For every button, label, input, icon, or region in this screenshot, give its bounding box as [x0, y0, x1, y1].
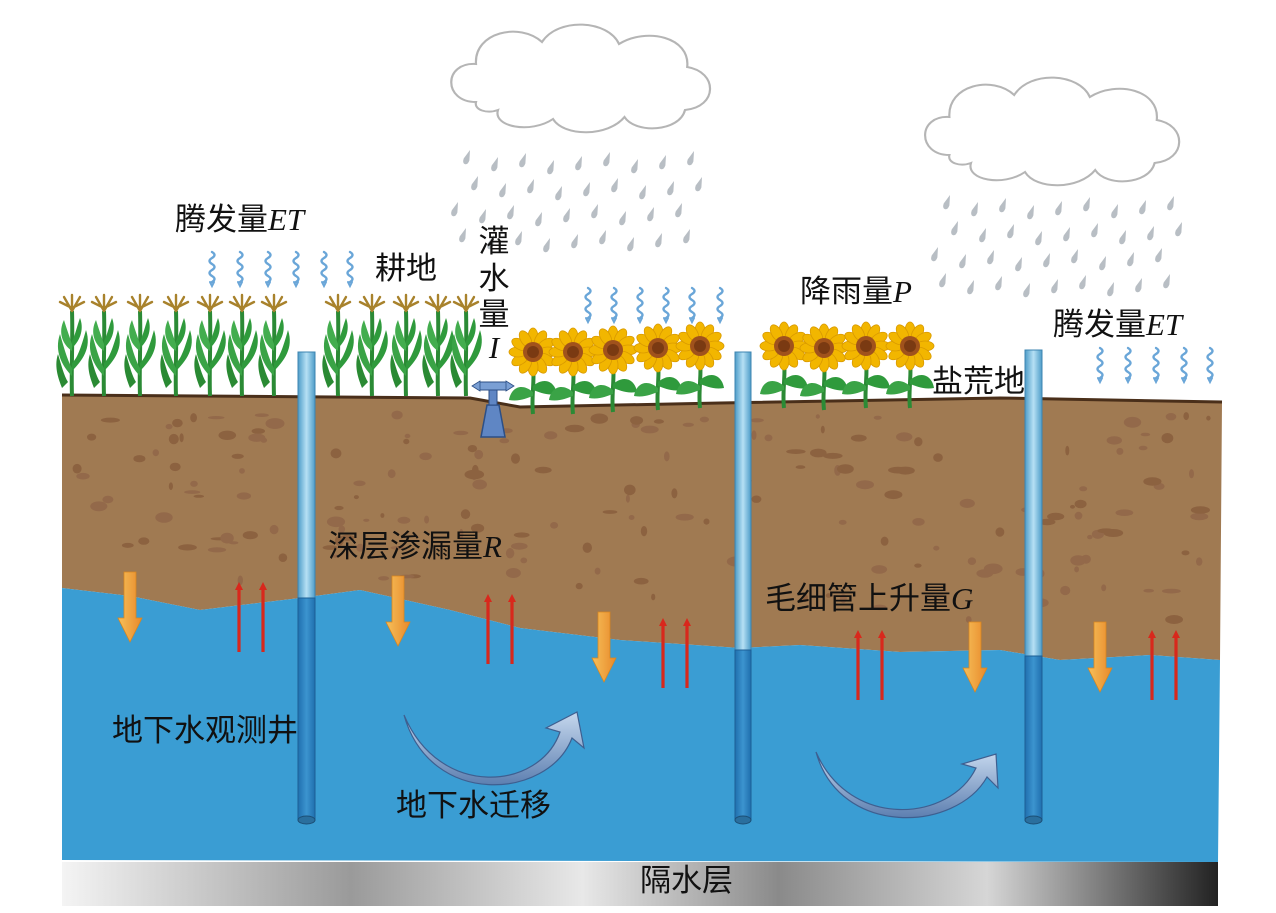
- cropland-label: 耕地: [375, 251, 437, 287]
- migration-arrow-icon: [815, 751, 999, 819]
- rain-icon: [930, 193, 1185, 299]
- aquitard-layer: [62, 862, 1218, 906]
- groundwater-migration-label: 地下水迁移: [396, 788, 551, 824]
- et-right-label: 腾发量ET: [1053, 307, 1183, 343]
- cloud-icon: [450, 23, 712, 134]
- irrigation-label: 灌 水 量 I: [478, 224, 510, 365]
- migration-arrow-icon: [403, 711, 585, 786]
- groundwater-zone: [62, 588, 1220, 862]
- observation-well-label: 地下水观测井: [112, 713, 298, 749]
- corn-plant-icon: [54, 293, 484, 398]
- rainfall-label: 降雨量P: [800, 274, 912, 310]
- well-icon: [734, 351, 752, 825]
- deep-percolation-label: 深层渗漏量R: [328, 529, 502, 565]
- cloud-icon: [924, 76, 1181, 187]
- et-left-label: 腾发量ET: [175, 202, 305, 238]
- saline-land-label: 盐荒地: [932, 364, 1025, 400]
- well-icon: [297, 351, 316, 825]
- irrigation-outlet-icon: [471, 380, 515, 438]
- aquitard-label: 隔水层: [640, 863, 733, 899]
- well-icon: [1024, 349, 1043, 825]
- capillary-rise-label: 毛细管上升量G: [765, 581, 974, 617]
